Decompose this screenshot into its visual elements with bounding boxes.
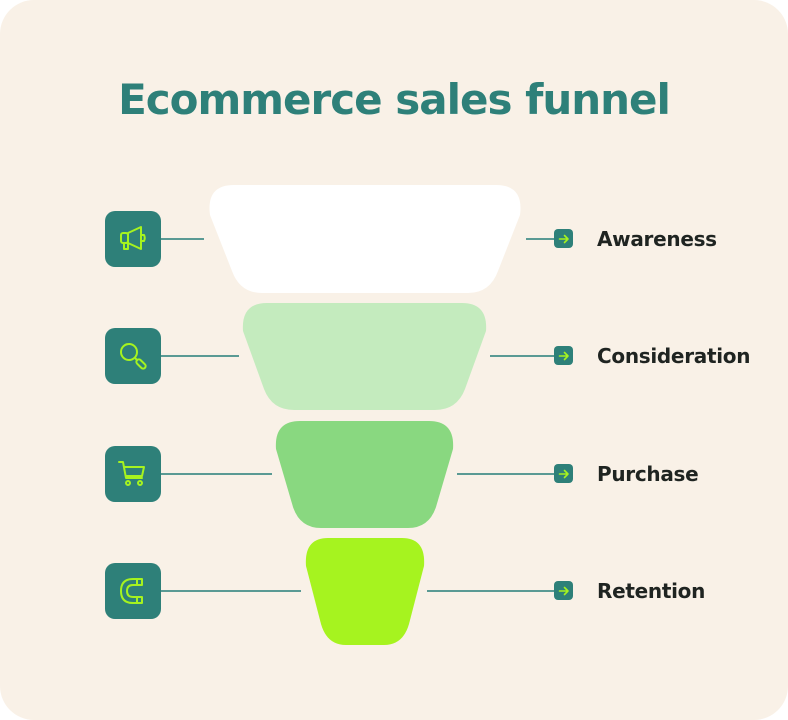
connector-line-left (161, 590, 301, 592)
stage-label-purchase: Purchase (597, 462, 699, 486)
arrow-right-icon (558, 234, 569, 243)
connector-line-left (161, 473, 272, 475)
arrow-right-icon (558, 586, 569, 595)
funnel-segment-retention (305, 538, 425, 645)
arrow-box-purchase (554, 464, 573, 483)
connector-line-right (427, 590, 555, 592)
arrow-box-awareness (554, 229, 573, 248)
connector-line-right (457, 473, 555, 475)
stage-label-consideration: Consideration (597, 344, 751, 368)
arrow-right-icon (558, 469, 569, 478)
magnet-icon (120, 578, 143, 604)
stage-label-awareness: Awareness (597, 227, 717, 251)
arrow-right-icon (558, 351, 569, 360)
awareness-icon-box (105, 211, 161, 267)
purchase-icon-box (105, 446, 161, 502)
consideration-icon-box (105, 328, 161, 384)
funnel-segment-purchase (275, 421, 454, 528)
magnifying-glass-icon (120, 343, 147, 370)
connector-line-left (161, 238, 204, 240)
stage-label-retention: Retention (597, 579, 706, 603)
funnel-segment-awareness (209, 185, 521, 293)
funnel-segment-consideration (242, 303, 487, 410)
megaphone-icon (120, 226, 146, 250)
page-title: Ecommerce sales funnel (118, 75, 671, 124)
connector-line-right (526, 238, 555, 240)
connector-line-right (490, 355, 555, 357)
shopping-cart-icon (118, 461, 145, 486)
arrow-box-retention (554, 581, 573, 600)
connector-line-left (161, 355, 239, 357)
retention-icon-box (105, 563, 161, 619)
arrow-box-consideration (554, 346, 573, 365)
